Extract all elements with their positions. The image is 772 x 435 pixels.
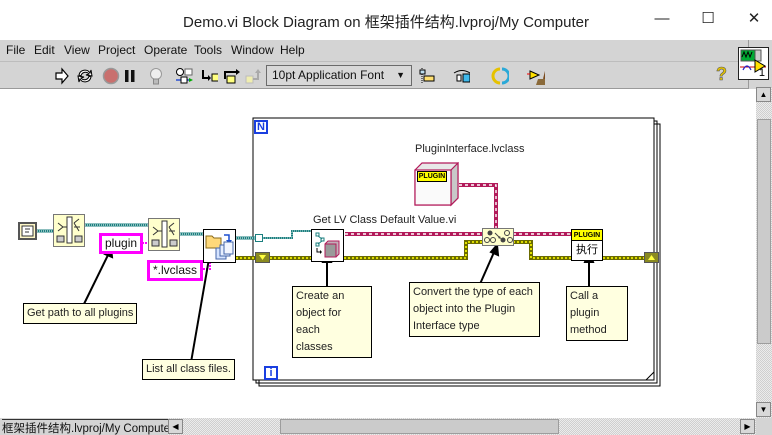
cast-class-icon [484, 230, 513, 243]
step-into-icon[interactable] [200, 67, 218, 85]
get-lv-class-default-value-node[interactable] [311, 229, 344, 262]
comment-call-method[interactable]: Call a plugin method [566, 286, 628, 341]
title-bar: Demo.vi Block Diagram on 框架插件结构.lvproj/M… [0, 0, 772, 40]
menu-file[interactable]: File [6, 43, 26, 57]
scroll-right-button[interactable]: ▶ [740, 419, 755, 434]
step-out-icon[interactable] [244, 67, 262, 85]
application-directory-node[interactable] [18, 222, 37, 240]
scroll-up-button[interactable]: ▲ [756, 87, 771, 102]
menu-edit[interactable]: Edit [34, 43, 55, 57]
menu-bar: File Edit View Project Operate Tools Win… [0, 40, 748, 62]
build-path-node[interactable] [148, 218, 180, 251]
chevron-down-icon: ▼ [396, 70, 405, 80]
menu-tools[interactable]: Tools [194, 43, 223, 57]
shift-register-down-icon [259, 255, 266, 260]
comment-get-path[interactable]: Get path to all plugins [23, 303, 138, 324]
plugin-interface-label: PluginInterface.lvclass [415, 143, 525, 155]
class-cube-icon [414, 162, 459, 207]
distribute-objects-icon[interactable] [452, 67, 470, 85]
diagram-wires [37, 117, 661, 387]
retain-wire-values-icon[interactable] [175, 67, 193, 85]
comment-list-files[interactable]: List all class files. [142, 359, 235, 380]
maximize-button[interactable]: ☐ [701, 10, 715, 27]
vertical-scrollbar[interactable]: ▲ ▼ [756, 87, 772, 418]
error-wire [236, 240, 644, 260]
run-arrow-icon[interactable] [54, 67, 72, 85]
strip-path-node[interactable] [53, 214, 85, 247]
loop-count-terminal[interactable]: N [254, 120, 268, 134]
method-name: 执行 [576, 243, 598, 256]
menu-project[interactable]: Project [98, 43, 136, 57]
close-button[interactable]: ✕ [747, 10, 761, 27]
comment-line: Convert the type of each [413, 286, 533, 298]
plugin-folder-constant[interactable]: plugin [99, 233, 144, 254]
class-object-icon [315, 232, 340, 258]
menu-operate[interactable]: Operate [144, 43, 188, 57]
pause-icon[interactable] [123, 67, 141, 85]
path-icon [21, 225, 34, 237]
vertical-scroll-thumb[interactable] [757, 119, 771, 344]
for-loop-resize-corner[interactable] [644, 370, 655, 381]
vi-icon[interactable]: 1 [738, 47, 769, 80]
comment-line: method [570, 324, 607, 336]
run-continuously-icon[interactable] [76, 67, 94, 85]
horizontal-scrollbar[interactable]: ◀ ▶ [168, 418, 756, 435]
list-folder-node[interactable] [203, 229, 236, 263]
scroll-down-button[interactable]: ▼ [756, 402, 771, 417]
abort-icon[interactable] [102, 67, 120, 85]
font-select[interactable]: 10pt Application Font ▼ [266, 65, 412, 86]
clean-up-diagram-icon[interactable] [527, 67, 545, 85]
plugin-interface-class-constant[interactable]: PLUGIN [414, 162, 460, 207]
reorder-icon[interactable] [491, 67, 509, 85]
path-wire [37, 223, 312, 240]
build-path-icon [151, 220, 178, 248]
lvclass-pattern-constant[interactable]: *.lvclass [147, 260, 204, 281]
comment-line: Interface type [413, 320, 480, 332]
comment-convert-type[interactable]: Convert the type of each object into the… [409, 282, 540, 337]
project-context-label: 框架插件结构.lvproj/My Computer [2, 419, 174, 435]
method-plugin-badge: PLUGIN [572, 230, 602, 241]
to-more-specific-class-node[interactable] [482, 228, 514, 246]
highlight-execution-icon[interactable] [149, 67, 167, 85]
comment-create-object[interactable]: Create an object for each classes [292, 286, 372, 358]
loop-iteration-terminal[interactable]: i [264, 366, 278, 380]
comment-line: object into the Plugin [413, 303, 516, 315]
step-over-icon[interactable] [222, 67, 240, 85]
error-shift-register-left[interactable] [255, 252, 270, 263]
comment-line: Create an [296, 290, 345, 302]
class-wire [345, 183, 571, 236]
list-folder-icon [205, 234, 234, 260]
align-objects-icon[interactable] [418, 67, 436, 85]
comment-line: object for each [296, 307, 342, 336]
context-help-button[interactable]: ? [716, 64, 728, 85]
plugin-badge: PLUGIN [417, 171, 447, 182]
minimize-button[interactable]: — [654, 10, 670, 27]
plugin-execute-method-node[interactable]: PLUGIN 执行 [571, 229, 603, 261]
get-default-value-label: Get LV Class Default Value.vi [313, 214, 457, 226]
vi-connector-icon [740, 49, 766, 73]
block-diagram[interactable]: plugin *.lvclass N i Get LV Class Defaul… [0, 90, 756, 418]
strip-path-icon [56, 216, 83, 244]
font-select-value: 10pt Application Font [272, 68, 385, 82]
window-title: Demo.vi Block Diagram on 框架插件结构.lvproj/M… [183, 14, 589, 31]
auto-index-tunnel[interactable] [255, 234, 263, 242]
horizontal-scroll-thumb[interactable] [280, 419, 559, 434]
menu-help[interactable]: Help [280, 43, 305, 57]
comment-line: plugin [570, 307, 600, 319]
comment-line: Call a [570, 290, 599, 302]
error-shift-register-right[interactable] [644, 252, 659, 263]
vi-icon-number: 1 [758, 67, 765, 79]
comment-line: classes [296, 341, 333, 353]
menu-view[interactable]: View [64, 43, 90, 57]
shift-register-up-icon [648, 255, 655, 260]
menu-window[interactable]: Window [231, 43, 274, 57]
toolbar: 10pt Application Font ▼ ? [0, 62, 748, 89]
scroll-left-button[interactable]: ◀ [168, 419, 183, 434]
